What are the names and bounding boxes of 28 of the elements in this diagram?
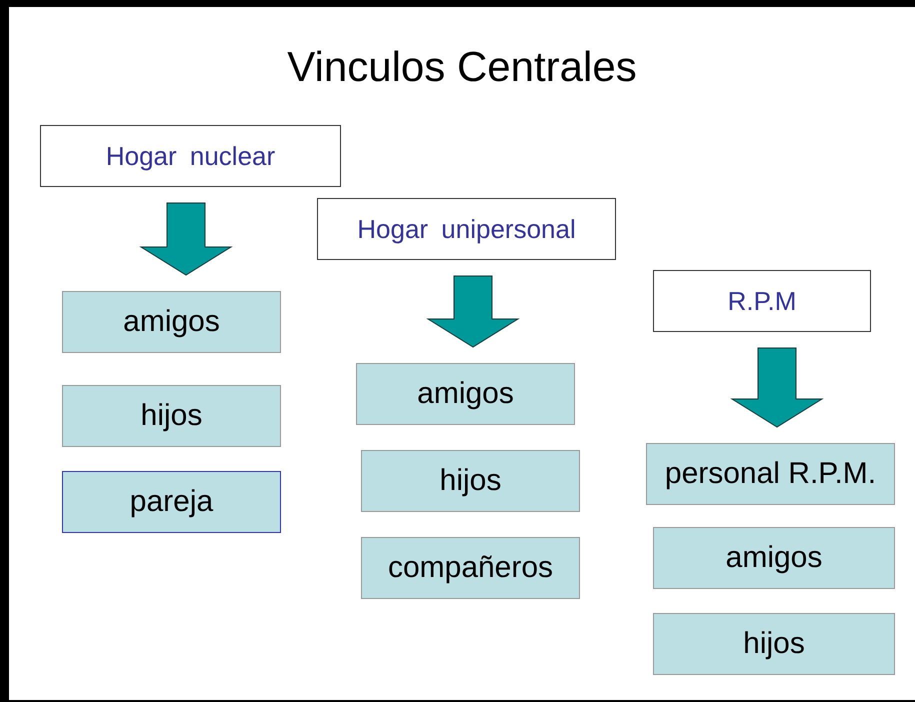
block-arrow bbox=[730, 348, 824, 428]
item-label: compañeros bbox=[388, 551, 554, 585]
category-label: Hogar unipersonal bbox=[357, 214, 576, 244]
category-box bbox=[40, 125, 341, 187]
category-box bbox=[317, 198, 616, 260]
item-label: hijos bbox=[743, 627, 805, 661]
item-box bbox=[646, 443, 895, 505]
item-label: amigos bbox=[417, 377, 514, 411]
category-label: Hogar nuclear bbox=[106, 140, 276, 172]
item-box bbox=[653, 613, 895, 675]
item-box bbox=[361, 537, 580, 599]
item-label: pareja bbox=[130, 485, 214, 519]
item-label: amigos bbox=[726, 541, 822, 575]
item-box bbox=[361, 450, 580, 512]
item-label: amigos bbox=[123, 305, 220, 339]
item-box bbox=[62, 471, 281, 533]
slide-title: Vinculos Centrales bbox=[286, 43, 638, 91]
block-arrow bbox=[426, 276, 520, 348]
item-label: hijos bbox=[140, 399, 202, 433]
item-label: hijos bbox=[440, 464, 502, 498]
item-box bbox=[356, 363, 575, 425]
item-box bbox=[653, 527, 895, 589]
item-box bbox=[62, 291, 281, 353]
category-label: R.P.M bbox=[728, 286, 796, 316]
item-label: personal R.P.M. bbox=[664, 457, 876, 491]
block-arrow bbox=[139, 202, 233, 276]
category-box bbox=[653, 270, 871, 332]
item-box bbox=[62, 385, 281, 447]
